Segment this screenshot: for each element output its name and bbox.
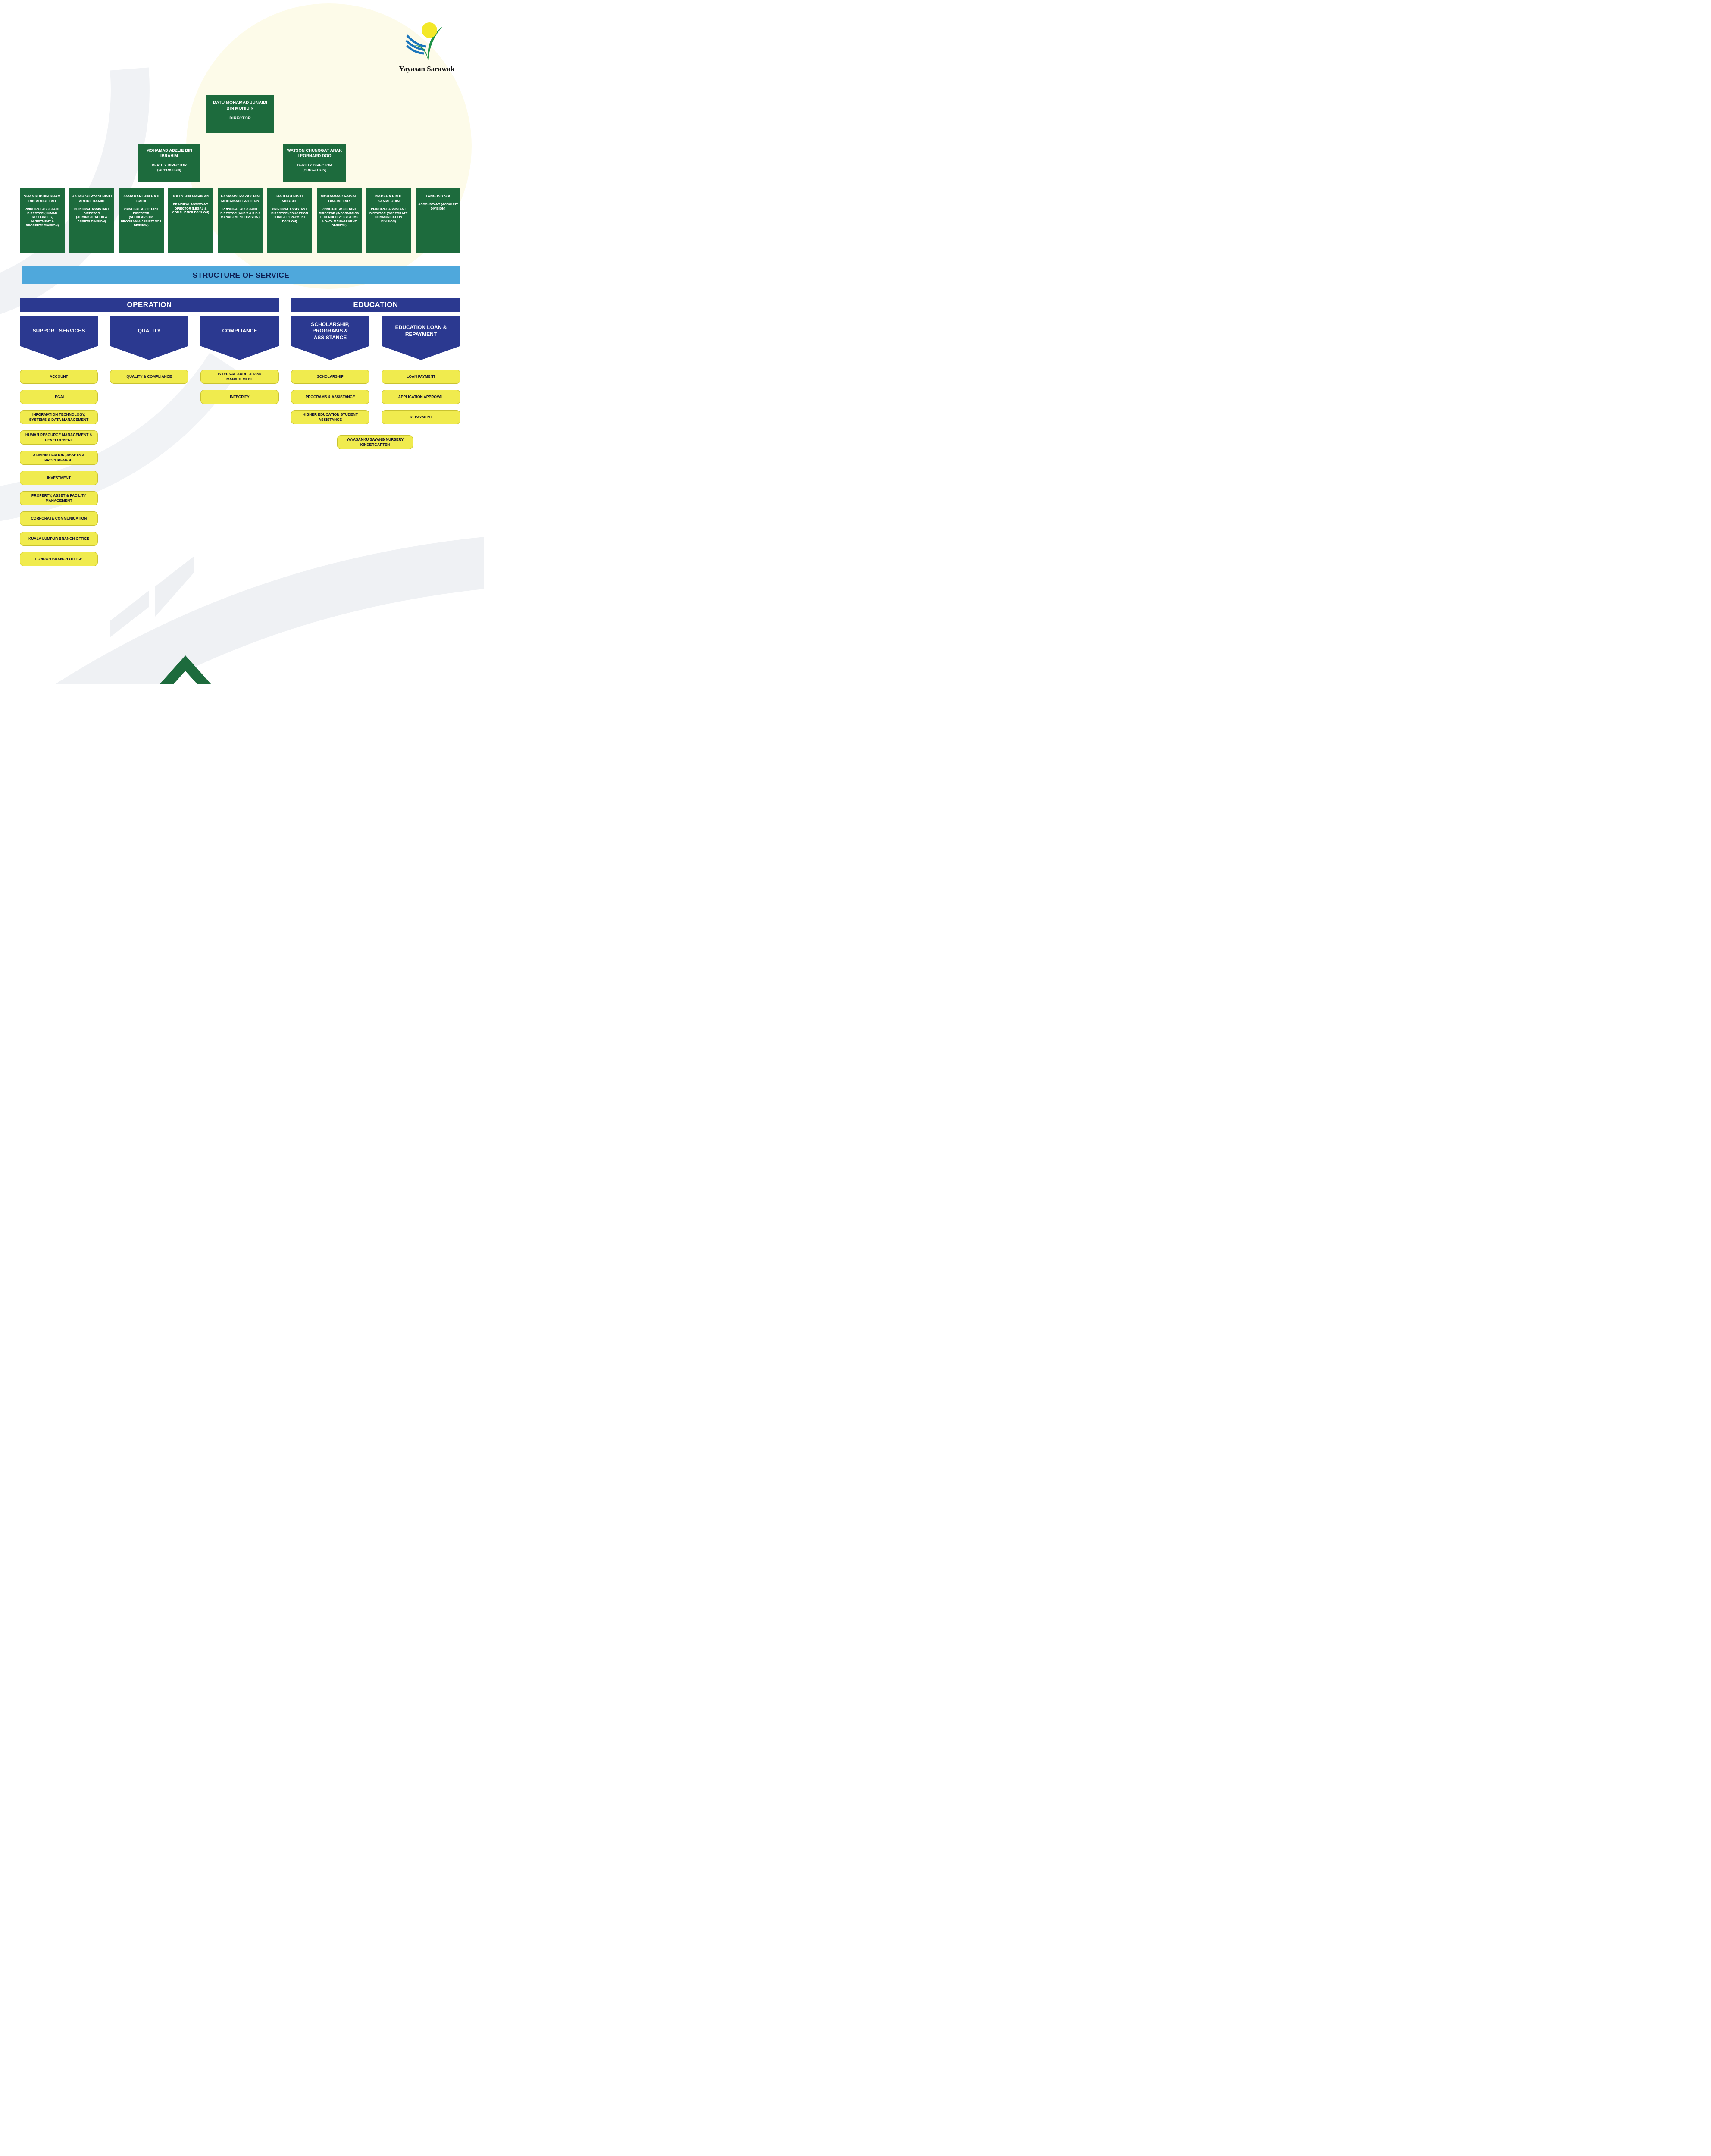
principal-name: JOLLY BIN MARIKAN [172, 194, 210, 198]
principals-row: SHAMSUDDIN SHAM BIN ABDULLAH PRINCIPAL A… [20, 188, 460, 253]
unit-box: LEGAL [20, 390, 98, 404]
principal-name: ZAMAHARI BIN HAJI SAIDI [123, 194, 160, 204]
division-banner-scholarship-programs-assistance: SCHOLARSHIP, PROGRAMS & ASSISTANCE [291, 316, 369, 360]
unit-box: LONDON BRANCH OFFICE [20, 552, 98, 566]
principal-title: PRINCIPAL ASSISTANT DIRECTOR (LEGAL & CO… [172, 202, 210, 215]
director-box: DATU MOHAMAD JUNAIDI BIN MOHIDIN DIRECTO… [206, 95, 274, 133]
deputy-name: MOHAMAD ADZLIE BIN IBRAHIM [146, 148, 192, 159]
principal-box: NADEHA BINTI KAMALUDIN PRINCIPAL ASSISTA… [366, 188, 411, 253]
principal-box: EASMAWI RAZAK BIN MOHAMAD EASTERN PRINCI… [218, 188, 263, 253]
division-label: QUALITY [138, 328, 161, 334]
principal-box: ZAMAHARI BIN HAJI SAIDI PRINCIPAL ASSIST… [119, 188, 164, 253]
division-banner-support-services: SUPPORT SERVICES [20, 316, 98, 360]
unit-box: LOAN PAYMENT [382, 370, 460, 384]
structure-of-service-banner: STRUCTURE OF SERVICE [22, 266, 460, 284]
principal-title: PRINCIPAL ASSISTANT DIRECTOR (INFORMATIO… [319, 207, 360, 228]
division-banner-quality: QUALITY [110, 316, 188, 360]
org-chart-page: Yayasan Sarawak DATU MOHAMAD JUNAIDI BIN… [0, 0, 484, 684]
yayasan-sarawak-logo: Yayasan Sarawak [390, 21, 463, 73]
principal-name: MOHAMMAD FAISAL BIN JAFFAR [321, 194, 357, 204]
section-header-education: EDUCATION [291, 298, 460, 312]
principal-box: HAJIJAH BINTI MORSIDI PRINCIPAL ASSISTAN… [267, 188, 312, 253]
units-column-education-loan-repayment: LOAN PAYMENT APPLICATION APPROVAL REPAYM… [382, 370, 460, 424]
deputy-director-operation-box: MOHAMAD ADZLIE BIN IBRAHIM DEPUTY DIRECT… [138, 144, 200, 182]
unit-box: APPLICATION APPROVAL [382, 390, 460, 404]
division-banner-compliance: COMPLIANCE [200, 316, 279, 360]
unit-box: ADMINISTRATION, ASSETS & PROCUREMENT [20, 451, 98, 465]
deputy-title: DEPUTY DIRECTOR (EDUCATION) [297, 163, 332, 172]
principal-title: PRINCIPAL ASSISTANT DIRECTOR (HUMAN RESO… [25, 207, 60, 228]
unit-box: INVESTMENT [20, 471, 98, 485]
units-column-compliance: INTERNAL AUDIT & RISK MANAGEMENT INTEGRI… [200, 370, 279, 404]
unit-box-yayasanku-sayang: YAYASANKU SAYANG NURSERY KINDERGARTEN [337, 435, 413, 449]
principal-box: HAJAH SURYANI BINTI ABDUL HAMID PRINCIPA… [69, 188, 114, 253]
unit-box: INFORMATION TECHNOLOGY, SYSTEMS & DATA M… [20, 410, 98, 424]
principal-title: PRINCIPAL ASSISTANT DIRECTOR (SCHOLARSHI… [121, 207, 162, 228]
unit-box: SCHOLARSHIP [291, 370, 369, 384]
green-chevron [160, 655, 211, 684]
division-label: SCHOLARSHIP, PROGRAMS & ASSISTANCE [311, 321, 350, 341]
unit-box: REPAYMENT [382, 410, 460, 424]
unit-box: PROGRAMS & ASSISTANCE [291, 390, 369, 404]
principal-box: SHAMSUDDIN SHAM BIN ABDULLAH PRINCIPAL A… [20, 188, 65, 253]
unit-box: KUALA LUMPUR BRANCH OFFICE [20, 532, 98, 546]
principal-title: PRINCIPAL ASSISTANT DIRECTOR (AUDIT & RI… [220, 207, 260, 219]
unit-box: INTERNAL AUDIT & RISK MANAGEMENT [200, 370, 279, 384]
principal-name: HAJIJAH BINTI MORSIDI [276, 194, 303, 204]
deputy-title: DEPUTY DIRECTOR (OPERATION) [152, 163, 187, 172]
gray-chevrons [110, 556, 194, 637]
division-label: SUPPORT SERVICES [32, 328, 85, 334]
principal-box: MOHAMMAD FAISAL BIN JAFFAR PRINCIPAL ASS… [316, 188, 362, 253]
unit-box: CORPORATE COMMUNICATION [20, 511, 98, 526]
director-name: DATU MOHAMAD JUNAIDI BIN MOHIDIN [213, 100, 267, 111]
section-header-operation: OPERATION [20, 298, 279, 312]
principal-name: NADEHA BINTI KAMALUDIN [375, 194, 402, 204]
division-label: EDUCATION LOAN & REPAYMENT [395, 324, 447, 337]
principal-name: SHAMSUDDIN SHAM BIN ABDULLAH [24, 194, 61, 204]
yayasan-sarawak-logo-icon [405, 22, 442, 60]
principal-title: ACCOUNTANT (ACCOUNT DIVISION) [418, 202, 458, 210]
principal-box: TANG ING SIA ACCOUNTANT (ACCOUNT DIVISIO… [416, 188, 460, 253]
unit-box: HIGHER EDUCATION STUDENT ASSISTANCE [291, 410, 369, 424]
brand-name: Yayasan Sarawak [399, 65, 455, 73]
unit-box: INTEGRITY [200, 390, 279, 404]
principal-title: PRINCIPAL ASSISTANT DIRECTOR (CORPORATE … [369, 207, 408, 223]
units-column-quality: QUALITY & COMPLIANCE [110, 370, 188, 384]
principal-title: PRINCIPAL ASSISTANT DIRECTOR (EDUCATION … [271, 207, 308, 223]
principal-name: EASMAWI RAZAK BIN MOHAMAD EASTERN [221, 194, 260, 204]
deputy-name: WATSON CHUNGGAT ANAK LEORNARD DOO [287, 148, 342, 159]
unit-box: QUALITY & COMPLIANCE [110, 370, 188, 384]
division-banner-education-loan-repayment: EDUCATION LOAN & REPAYMENT [382, 316, 460, 360]
principal-name: TANG ING SIA [425, 194, 450, 198]
director-title: DIRECTOR [229, 116, 251, 121]
division-label: COMPLIANCE [222, 328, 257, 334]
unit-box: ACCOUNT [20, 370, 98, 384]
principal-title: PRINCIPAL ASSISTANT DIRECTOR (ADMINISTRA… [74, 207, 109, 223]
principal-name: HAJAH SURYANI BINTI ABDUL HAMID [72, 194, 112, 204]
principal-box: JOLLY BIN MARIKAN PRINCIPAL ASSISTANT DI… [168, 188, 213, 253]
units-column-scholarship-programs-assistance: SCHOLARSHIP PROGRAMS & ASSISTANCE HIGHER… [291, 370, 369, 424]
unit-box: HUMAN RESOURCE MANAGEMENT & DEVELOPMENT [20, 430, 98, 445]
deputy-director-education-box: WATSON CHUNGGAT ANAK LEORNARD DOO DEPUTY… [283, 144, 346, 182]
units-column-support-services: ACCOUNT LEGAL INFORMATION TECHNOLOGY, SY… [20, 370, 98, 566]
unit-box: PROPERTY, ASSET & FACILITY MANAGEMENT [20, 491, 98, 505]
